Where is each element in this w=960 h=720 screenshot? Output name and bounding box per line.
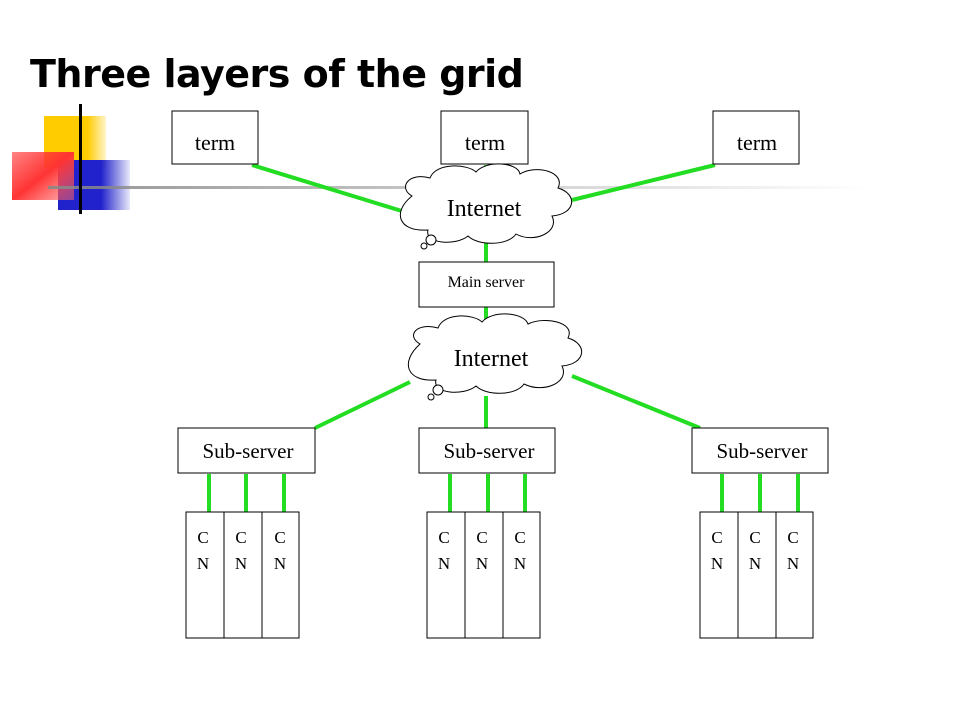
cn-letter-c: C — [235, 528, 246, 547]
page-title: Three layers of the grid — [30, 52, 524, 96]
cn-letter-n: N — [711, 554, 723, 573]
cn-letter-c: C — [711, 528, 722, 547]
cn-letter-c: C — [749, 528, 760, 547]
cn-letter-n: N — [476, 554, 488, 573]
terminal-node: term — [171, 110, 259, 165]
subserver-node: Sub-server — [691, 427, 829, 474]
cloud-label: Internet — [454, 346, 529, 372]
subserver-node: Sub-server — [418, 427, 556, 474]
subserver-label: Sub-server — [717, 439, 808, 463]
terminal-label: term — [465, 130, 505, 155]
terminal-label: term — [195, 130, 235, 155]
subserver-node: Sub-server — [177, 427, 316, 474]
cn-letter-n: N — [749, 554, 761, 573]
compute-node: C N — [261, 511, 300, 639]
compute-node: C N — [502, 511, 541, 639]
cn-letter-n: N — [787, 554, 799, 573]
cn-letter-c: C — [274, 528, 285, 547]
cn-letter-c: C — [476, 528, 487, 547]
internet-cloud-top: Internet — [400, 163, 573, 250]
internet-cloud-bottom: Internet — [408, 313, 583, 401]
cn-letter-c: C — [787, 528, 798, 547]
terminal-node: term — [440, 110, 529, 165]
cloud-icon — [408, 313, 583, 394]
compute-node: C N — [699, 511, 739, 639]
cn-letter-n: N — [197, 554, 209, 573]
compute-node: C N — [737, 511, 777, 639]
cn-letter-n: N — [235, 554, 247, 573]
subserver-label: Sub-server — [444, 439, 535, 463]
compute-node: C N — [775, 511, 814, 639]
terminal-node: term — [712, 110, 800, 165]
compute-node: C N — [426, 511, 466, 639]
cloud-label: Internet — [447, 196, 522, 222]
main-server-label: Main server — [448, 274, 526, 291]
link-term1-cloud — [251, 163, 406, 214]
link-term3-cloud — [571, 163, 716, 202]
cn-letter-c: C — [438, 528, 449, 547]
compute-node: C N — [223, 511, 263, 639]
terminal-label: term — [737, 130, 777, 155]
cn-letter-n: N — [514, 554, 526, 573]
link-cloud-subserver3 — [571, 374, 701, 430]
cn-letter-n: N — [438, 554, 450, 573]
compute-node: C N — [185, 511, 225, 639]
cloud-icon — [400, 163, 573, 244]
main-server-node: Main server — [418, 261, 555, 308]
subserver-label: Sub-server — [203, 439, 294, 463]
cn-letter-c: C — [197, 528, 208, 547]
compute-node: C N — [464, 511, 504, 639]
cn-letter-n: N — [274, 554, 286, 573]
cn-letter-c: C — [514, 528, 525, 547]
link-cloud-subserver1 — [314, 380, 411, 430]
